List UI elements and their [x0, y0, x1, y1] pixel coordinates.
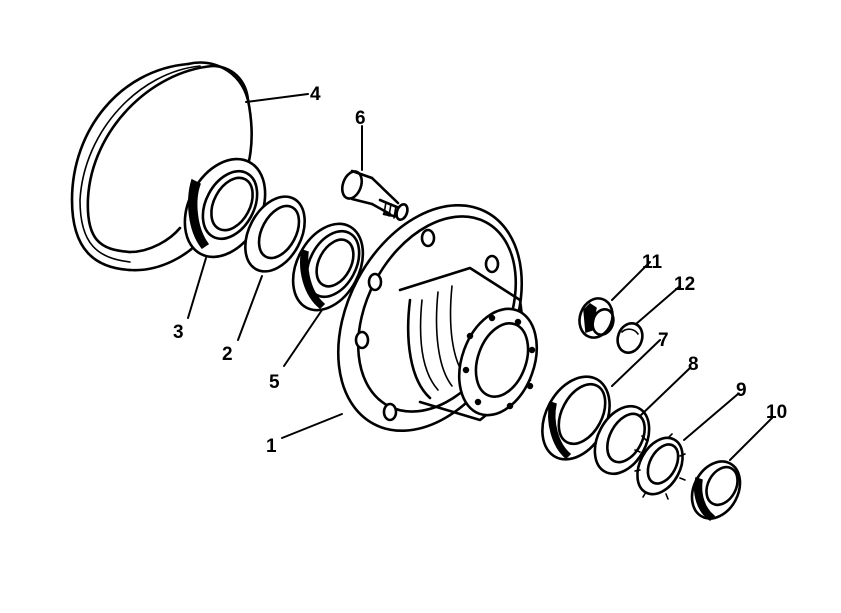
- leader-12: [635, 285, 681, 325]
- part-drive-flange-nut: [578, 297, 615, 339]
- callout-12: 12: [674, 274, 695, 295]
- leader-3: [187, 257, 207, 319]
- part-thrust-washer: [593, 404, 651, 476]
- part-outer-bearing: [541, 375, 611, 461]
- part-oil-seal: [183, 157, 267, 259]
- leader-8: [639, 367, 691, 417]
- callout-2: 2: [222, 344, 233, 365]
- part-hub-nut: [690, 460, 742, 521]
- callout-1: 1: [266, 436, 277, 457]
- callout-8: 8: [688, 354, 699, 375]
- callout-11: 11: [642, 252, 663, 273]
- callout-4: 4: [310, 84, 321, 105]
- part-spacer: [244, 195, 306, 273]
- callout-6: 6: [355, 108, 366, 129]
- callout-10: 10: [766, 402, 787, 423]
- callout-3: 3: [173, 322, 184, 343]
- callout-labels: 1 2 3 4 5 6 7 8 9 10 11 12: [173, 84, 787, 457]
- callout-7: 7: [658, 330, 669, 351]
- leader-lines: [187, 93, 773, 461]
- leader-9: [683, 393, 739, 441]
- part-hub: [336, 203, 539, 433]
- callout-5: 5: [269, 372, 280, 393]
- callout-9: 9: [736, 380, 747, 401]
- leader-11: [611, 261, 651, 301]
- part-lock-washer: [634, 433, 686, 500]
- part-dust-cap: [616, 322, 644, 354]
- leader-7: [611, 339, 661, 387]
- part-wheel-stud: [340, 169, 409, 222]
- part-inner-bearing: [291, 222, 365, 312]
- leader-5: [283, 309, 323, 367]
- leader-1: [281, 413, 343, 439]
- leader-4: [245, 93, 309, 103]
- leader-2: [237, 275, 263, 341]
- part-drum-ring: [70, 61, 253, 272]
- leader-10: [729, 417, 773, 461]
